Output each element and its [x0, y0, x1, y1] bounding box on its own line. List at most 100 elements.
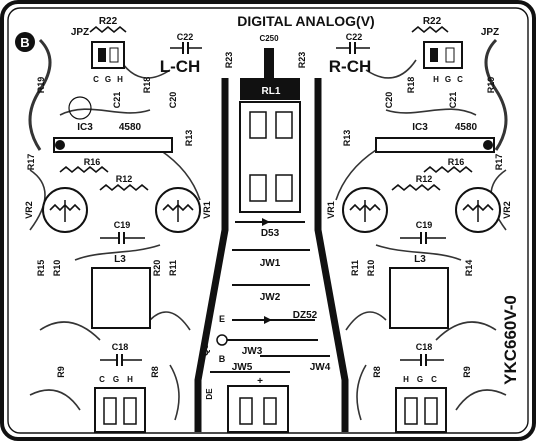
output-left-pin-2 — [123, 397, 137, 425]
r12-right-label: R12 — [416, 174, 433, 184]
c19-left-label: C19 — [114, 220, 131, 230]
d53-label: D53 — [261, 228, 280, 239]
copper-traces — [28, 38, 508, 421]
r8-right-label: R8 — [372, 366, 382, 378]
center-pin-2 — [263, 397, 277, 425]
out-left-pin-c: C — [99, 375, 105, 384]
ic3-right-part: 4580 — [455, 122, 478, 133]
jpz-left-pin-1 — [98, 48, 106, 62]
jpz-left-label: JPZ — [71, 27, 89, 38]
r8-left-label: R8 — [150, 366, 160, 378]
ic3-right-pin1 — [483, 140, 493, 150]
c18-left-label: C18 — [112, 342, 129, 352]
c22-right-label: C22 — [346, 32, 363, 42]
r13-right-label: R13 — [342, 130, 352, 147]
output-right-pin-2 — [424, 397, 438, 425]
out-right-pin-h: H — [403, 375, 409, 384]
q5-pin-b: B — [219, 354, 226, 364]
r22-right-label: R22 — [423, 16, 442, 27]
jpz-right-pin-c: C — [457, 75, 463, 84]
right-channel: JPZ R22 H G C C22 R-CH R19 R18 C21 C20 I… — [326, 16, 520, 433]
relay-body — [239, 101, 301, 213]
left-channel-label: L-CH — [160, 57, 201, 76]
jpz-left-pin-c: C — [93, 75, 99, 84]
ic3-left-label: IC3 — [77, 122, 93, 133]
c250-block — [240, 78, 300, 100]
center-connector-de: DE — [205, 388, 214, 400]
r12-right-resistor — [391, 183, 441, 192]
jpz-left-block — [91, 41, 125, 69]
q5-pin-e: E — [219, 314, 225, 324]
c21-left-label: C21 — [112, 92, 122, 109]
r15-label: R15 — [36, 260, 46, 277]
output-right-pin-1 — [404, 397, 418, 425]
r13-left-label: R13 — [184, 130, 194, 147]
jpz-right-pin-g: G — [445, 75, 451, 84]
r11-right-label: R11 — [350, 260, 360, 276]
l3-left-label: L3 — [114, 254, 126, 265]
r18-left-label: R18 — [142, 77, 152, 94]
r19-right-label: R19 — [486, 77, 496, 94]
vr2-left-label: VR2 — [24, 201, 34, 219]
r10-left-label: R10 — [52, 260, 62, 277]
relay-pad-3 — [249, 174, 267, 202]
jw2-label: JW2 — [260, 292, 281, 303]
c18-right-label: C18 — [416, 342, 433, 352]
c22-left-label: C22 — [177, 32, 194, 42]
r16-right-resistor — [423, 165, 473, 174]
l3-right-label: L3 — [414, 254, 426, 265]
jpz-left-pin-h: H — [117, 75, 123, 84]
jpz-right-pin-1 — [430, 48, 438, 62]
jw3-label: JW3 — [242, 346, 263, 357]
ic3-right-label: IC3 — [412, 122, 428, 133]
out-left-pin-h: H — [127, 375, 133, 384]
r12-left-resistor — [99, 183, 149, 192]
corner-mark-circle — [15, 32, 35, 52]
r9-left-label: R9 — [56, 366, 66, 378]
c21-right-label: C21 — [448, 92, 458, 109]
right-channel-label: R-CH — [329, 57, 372, 76]
jw4-label: JW4 — [310, 362, 331, 373]
output-connector-right — [395, 387, 447, 433]
left-channel: JPZ R22 C G H C22 L-CH R19 R18 C21 C20 I… — [24, 16, 212, 433]
r16-right-label: R16 — [448, 157, 465, 167]
corner-mark-label: B — [20, 35, 29, 50]
vr2-right-label: VR2 — [502, 201, 512, 219]
jpz-left-pin-2 — [109, 47, 119, 63]
c20-left-label: C20 — [168, 92, 178, 109]
l3-left-body — [91, 267, 151, 329]
r22-right-resistor — [411, 25, 449, 34]
r11-left-label: R11 — [168, 260, 178, 276]
r23-right-label: R23 — [297, 52, 307, 69]
output-connector-left — [94, 387, 146, 433]
center-connector — [227, 385, 289, 433]
relay-pad-1 — [249, 111, 267, 139]
c250-lead — [264, 48, 274, 84]
jpz-left-pin-g: G — [105, 75, 111, 84]
d53-symbol — [262, 218, 270, 226]
rl1-label: RL1 — [262, 86, 281, 97]
shield-symbol-left — [68, 96, 92, 120]
jpz-right-label: JPZ — [481, 27, 499, 38]
c20-right-label: C20 — [384, 92, 394, 109]
out-left-pin-g: G — [113, 375, 119, 384]
board-title: DIGITAL ANALOG(V) — [237, 13, 374, 29]
jw5-label: JW5 — [232, 362, 253, 373]
ic3-right-body — [375, 137, 495, 153]
r10-right-label: R10 — [366, 260, 376, 277]
c19-right-label: C19 — [416, 220, 433, 230]
q5-label: Q5 — [200, 344, 210, 356]
center-connector-plus: + — [257, 376, 263, 387]
dz52-label: DZ52 — [293, 310, 318, 321]
jpz-right-pin-h: H — [433, 75, 439, 84]
r20-label: R20 — [152, 260, 162, 277]
r22-left-label: R22 — [99, 16, 118, 27]
r23-left-label: R23 — [224, 52, 234, 69]
r22-left-resistor — [89, 25, 127, 34]
q5-pad — [216, 334, 228, 346]
vr1-left-label: VR1 — [202, 201, 212, 219]
ic3-left-pin1 — [55, 140, 65, 150]
